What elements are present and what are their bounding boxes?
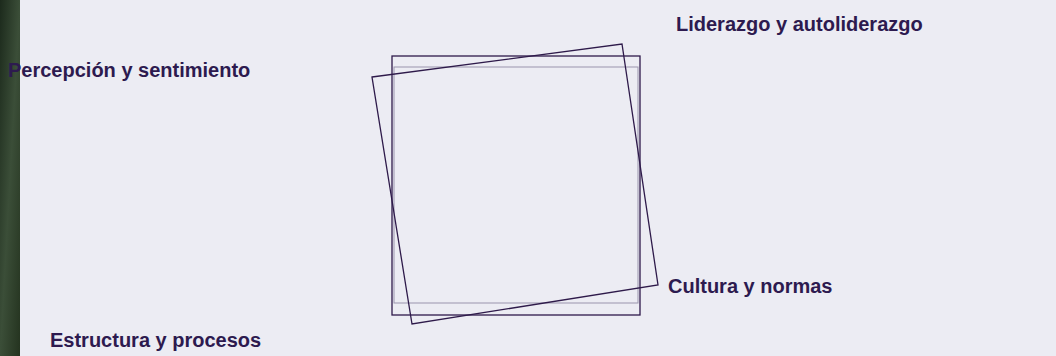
section-label: Percepción y sentimiento [8,58,250,82]
rotated-square [372,44,658,324]
photo-strip [0,0,20,356]
square-outline [394,67,638,303]
square-outline [392,56,640,315]
section-label: Liderazgo y autoliderazgo [676,12,923,36]
section-label: Estructura y procesos [50,328,261,352]
section-label: Cultura y normas [668,274,832,298]
